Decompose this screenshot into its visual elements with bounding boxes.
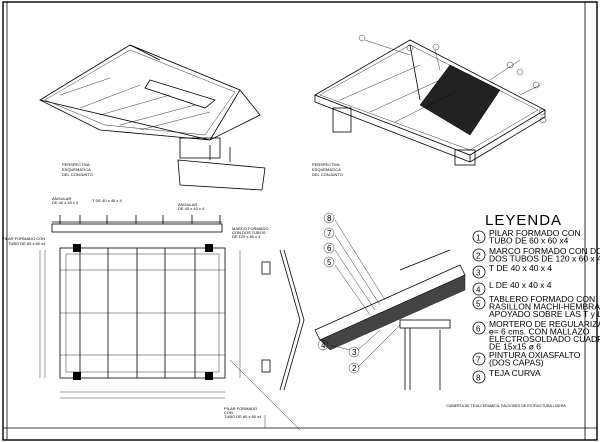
svg-text:CON DOS TUBOS: CON DOS TUBOS [232,230,266,235]
legend-item-text: e= 6 cms. CON MALLAZO [489,327,590,337]
svg-text:ANGULAR: ANGULAR [178,202,197,207]
section-callouts: 8 7 5 6 4 3 2 [317,212,360,374]
svg-text:DEL CONJUNTO: DEL CONJUNTO [62,172,93,177]
legend-number: 5 [476,300,481,309]
legend-item: 4 L DE 40 x 40 x 4 [472,280,552,296]
svg-text:ESQUEMATICA: ESQUEMATICA [312,167,341,172]
svg-text:7: 7 [327,229,332,238]
legend-number-circle [472,230,486,244]
section-detail-drawing [314,219,466,390]
legend-item-text: L DE 40 x 40 x 4 [489,280,552,290]
legend-number: 7 [476,356,481,365]
legend-number: 8 [476,374,481,383]
legend-item-text: TABLERO FORMADO CON [489,294,595,304]
plan-labels: ANGULAR DE 40 x 40 x 4 T DE 40 x 40 x 4 … [2,196,268,419]
legend-item-text: TUBO DE 60 x 60 x4 [489,236,569,246]
legend-item-text: (DOS CAPAS) [489,358,544,368]
legend-item-text: ELECTROSOLDADO CUADRICULA [489,334,600,344]
legend-item-text: MARCO FORMADO CON DOS [489,246,600,256]
legend-number-circle [472,321,486,335]
legend-number-circle [472,370,486,384]
legend-number-circle [472,248,486,262]
svg-text:TUBO DE 60 x 60 x4: TUBO DE 60 x 60 x4 [224,414,262,419]
svg-text:PILAR FORMADO CON: PILAR FORMADO CON [2,236,45,241]
perspective-right-caption: PERSPECTIVA ESQUEMATICA DEL CONJUNTO [312,162,343,177]
legend-number-circle [472,296,486,310]
svg-text:MARCO FORMADO: MARCO FORMADO [232,226,268,231]
legend-number-circle [472,352,486,366]
svg-text:PERSPECTIVA: PERSPECTIVA [62,162,90,167]
legend-item: 7 PINTURA OXIASFALTO(DOS CAPAS) [472,350,581,368]
svg-text:6: 6 [327,244,332,253]
legend-item: 6 MORTERO DE REGULARIZACIONe= 6 cms. CON … [472,319,600,352]
legend-item-text: TEJA CURVA [489,368,541,378]
legend-number: 3 [476,269,481,278]
legend-item-text: RASILLON MACHI-HEMBRADO [489,302,600,312]
legend-number: 1 [476,234,481,243]
svg-text:DE 40 x 40 x 4: DE 40 x 40 x 4 [52,200,79,205]
legend-item: 3 T DE 40 x 40 x 4 [472,263,552,279]
svg-text:T DE 40 x 40 x 4: T DE 40 x 40 x 4 [92,198,122,203]
svg-text:DE 40 x 40 x 4: DE 40 x 40 x 4 [178,206,205,211]
svg-text:4: 4 [321,341,326,350]
svg-text:TUBO DE 60 x 60 x4: TUBO DE 60 x 60 x4 [8,241,46,246]
svg-text:DEL CONJUNTO: DEL CONJUNTO [312,172,343,177]
legend-number-circle [472,282,486,296]
svg-text:PERSPECTIVA: PERSPECTIVA [312,162,340,167]
perspective-left-caption: PERSPECTIVA ESQUEMATICA DEL CONJUNTO [62,162,93,177]
svg-text:3: 3 [352,348,357,357]
svg-text:5: 5 [327,258,332,267]
legend-item-text: PILAR FORMADO CON [489,228,581,238]
legend-item-text: APOYADO SOBRE LAS T y L [489,309,600,319]
legend-item: 8 TEJA CURVA [472,368,541,384]
legend-item-text: DOS TUBOS DE 120 x 60 x 4 [489,254,600,264]
legend-item-text: PINTURA OXIASFALTO [489,350,581,360]
svg-text:ANGULAR: ANGULAR [52,196,71,201]
legend-item-text: T DE 40 x 40 x 4 [489,263,552,273]
legend-item-text: DE 15x15 ø 6 [489,342,541,352]
title-block-text: CUBIERTA DE TEJA CERAMICA, FALDONES DE E… [446,404,566,408]
legend-number: 6 [476,325,481,334]
svg-text:8: 8 [327,214,332,223]
legend-number: 4 [476,286,481,295]
legend-number-circle [472,265,486,279]
perspective-right-drawing [314,34,547,166]
plan-drawing [39,215,305,431]
legend-title: LEYENDA [485,212,562,229]
svg-text:DE 120 x 60 x 4: DE 120 x 60 x 4 [232,234,261,239]
svg-text:PILAR FORMADO: PILAR FORMADO [224,406,257,411]
perspective-left-drawing [39,44,266,191]
svg-text:ESQUEMATICA: ESQUEMATICA [62,167,91,172]
svg-text:CON: CON [224,410,233,415]
legend-number: 2 [476,252,481,261]
legend-item-text: MORTERO DE REGULARIZACION [489,319,600,329]
svg-text:2: 2 [352,364,357,373]
